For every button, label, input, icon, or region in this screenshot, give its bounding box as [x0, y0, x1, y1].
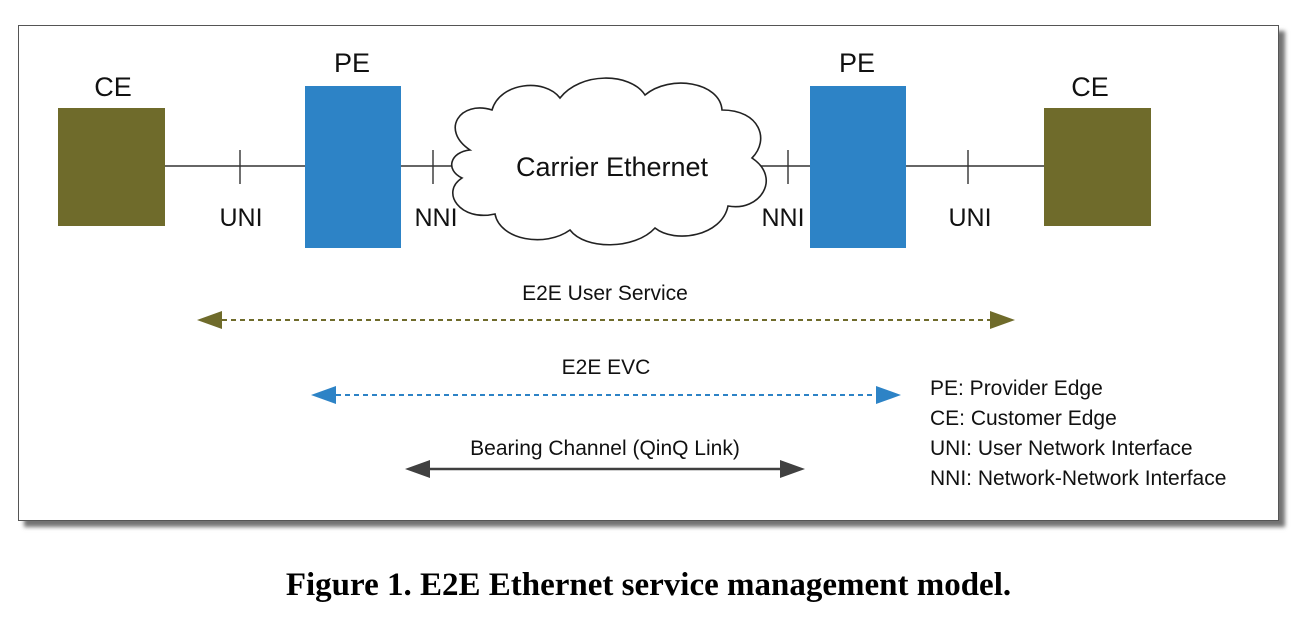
user-service-arrowhead-right — [990, 311, 1015, 329]
cloud-label: Carrier Ethernet — [516, 152, 709, 182]
ce-right-box — [1044, 108, 1151, 226]
evc-arrowhead-left — [311, 386, 336, 404]
legend-item-pe: PE: Provider Edge — [930, 377, 1103, 400]
pe-right-box — [810, 86, 906, 248]
figure-caption: Figure 1. E2E Ethernet service managemen… — [285, 567, 1012, 603]
legend-item-uni: UNI: User Network Interface — [930, 437, 1193, 460]
bearing-channel-label: Bearing Channel (QinQ Link) — [470, 437, 740, 460]
carrier-ethernet-cloud — [450, 77, 767, 246]
legend-item-ce: CE: Customer Edge — [930, 407, 1117, 430]
bearing-channel-arrowhead-right — [780, 460, 805, 478]
legend-item-nni: NNI: Network-Network Interface — [930, 467, 1226, 490]
user-service-label: E2E User Service — [522, 282, 688, 305]
evc-arrowhead-right — [876, 386, 901, 404]
uni-right-label: UNI — [948, 204, 991, 232]
legend: PE: Provider Edge CE: Customer Edge UNI:… — [930, 377, 1226, 490]
pe-left-label: PE — [334, 48, 370, 78]
nni-left-label: NNI — [414, 204, 457, 232]
evc-label: E2E EVC — [562, 356, 651, 379]
pe-left-box — [305, 86, 401, 248]
nni-right-label: NNI — [761, 204, 804, 232]
ce-right-label: CE — [1071, 72, 1109, 102]
uni-left-label: UNI — [219, 204, 262, 232]
user-service-arrowhead-left — [197, 311, 222, 329]
pe-right-label: PE — [839, 48, 875, 78]
ce-left-label: CE — [94, 72, 132, 102]
bearing-channel-arrowhead-left — [405, 460, 430, 478]
ce-left-box — [58, 108, 165, 226]
